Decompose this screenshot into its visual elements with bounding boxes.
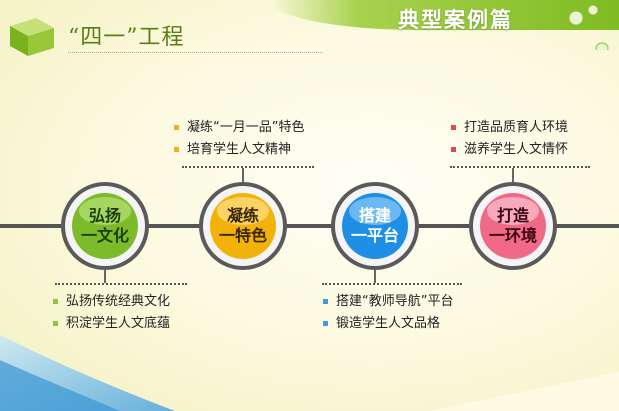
bullet-icon: [451, 125, 456, 130]
node-connector-1: [104, 269, 106, 283]
node-label-2: 凝练 一特色: [198, 206, 288, 246]
bullet-icon: [323, 299, 328, 304]
list-item: 锻造学生人文品格: [323, 313, 453, 335]
bullet-icon: [451, 147, 456, 152]
node-connector-2: [242, 168, 244, 182]
node-ring-4: [469, 182, 557, 270]
node-label-4: 打造 一环境: [468, 206, 558, 246]
bullet-icon: [323, 321, 328, 326]
list-item: 打造品质育人环境: [451, 117, 568, 139]
node-ring-3: [331, 182, 419, 270]
node-label-1-line2: 一文化: [80, 226, 129, 245]
node-divider-1: [55, 283, 187, 285]
list-item-text: 滋养学生人文情怀: [464, 142, 569, 157]
list-item: 培育学生人文精神: [174, 139, 304, 161]
node-list-3: 搭建“教师导航”平台 锻造学生人文品格: [323, 291, 453, 335]
node-label-3: 搭建 一平台: [330, 206, 420, 246]
section-label: 典型案例篇: [398, 7, 513, 32]
node-ring-1: [61, 182, 149, 270]
node-label-4-line1: 打造: [496, 206, 529, 225]
list-item-text: 打造品质育人环境: [464, 120, 569, 135]
node-connector-4: [512, 168, 514, 182]
node-list-4: 打造品质育人环境 滋养学生人文情怀: [451, 117, 568, 161]
cube-logo-icon: [10, 18, 54, 56]
page-title: “四一”工程: [68, 25, 185, 50]
bullet-icon: [53, 321, 58, 326]
node-ring-2: [199, 182, 287, 270]
list-item-text: 凝练“一月一品”特色: [187, 120, 305, 135]
node-label-4-line2: 一环境: [488, 226, 537, 245]
water-drops-decoration: [568, 4, 609, 50]
node-label-1-line1: 弘扬: [88, 206, 121, 225]
node-connector-3: [374, 269, 376, 283]
list-item: 弘扬传统经典文化: [53, 291, 170, 313]
node-list-1: 弘扬传统经典文化 积淀学生人文底蕴: [53, 291, 170, 335]
list-item-text: 搭建“教师导航”平台: [336, 294, 454, 309]
node-label-2-line2: 一特色: [218, 226, 267, 245]
list-item: 搭建“教师导航”平台: [323, 291, 453, 313]
title-underline: [68, 52, 323, 53]
node-divider-3: [322, 283, 462, 285]
node-label-1: 弘扬 一文化: [60, 206, 150, 246]
list-item-text: 培育学生人文精神: [187, 142, 292, 157]
node-divider-2: [182, 166, 314, 168]
node-divider-4: [450, 166, 590, 168]
bullet-icon: [174, 125, 179, 130]
node-label-3-line1: 搭建: [358, 206, 391, 225]
list-item: 凝练“一月一品”特色: [174, 117, 304, 139]
list-item: 积淀学生人文底蕴: [53, 313, 170, 335]
list-item: 滋养学生人文情怀: [451, 139, 568, 161]
list-item-text: 弘扬传统经典文化: [66, 294, 171, 309]
timeline-line: [0, 224, 619, 228]
list-item-text: 锻造学生人文品格: [336, 316, 441, 331]
node-list-2: 凝练“一月一品”特色 培育学生人文精神: [174, 117, 304, 161]
list-item-text: 积淀学生人文底蕴: [66, 316, 171, 331]
node-label-3-line2: 一平台: [350, 226, 399, 245]
node-label-2-line1: 凝练: [226, 206, 259, 225]
bullet-icon: [53, 299, 58, 304]
bullet-icon: [174, 147, 179, 152]
